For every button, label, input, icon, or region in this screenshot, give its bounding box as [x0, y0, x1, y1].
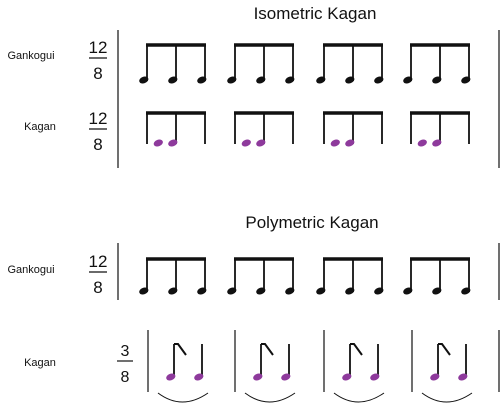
notehead: [197, 287, 207, 295]
notehead: [342, 373, 352, 381]
poly-kagan-measure-2: [234, 330, 296, 403]
poly-gankogui-measures: [139, 257, 471, 295]
poly-kagan-label: Kagan: [24, 357, 56, 369]
notehead: [458, 373, 468, 381]
time-signature-bottom: 8: [93, 278, 102, 297]
notehead: [256, 139, 266, 147]
notehead: [403, 287, 413, 295]
notehead: [197, 76, 207, 84]
flag: [438, 343, 451, 356]
notehead: [345, 76, 355, 84]
iso-gankogui-measure-3: [316, 43, 384, 84]
poly-gankogui-measure-1: [139, 257, 207, 295]
polymetric-title: Polymetric Kagan: [245, 213, 378, 232]
notehead: [432, 287, 442, 295]
iso-kagan-measure-3: [323, 111, 383, 147]
flag: [350, 343, 363, 356]
notehead: [241, 139, 251, 147]
notehead: [374, 76, 384, 84]
notehead: [345, 139, 355, 147]
notehead: [461, 76, 471, 84]
poly-kagan-measure-1: [147, 330, 209, 403]
flag: [261, 343, 274, 356]
poly-kagan-measures: [147, 330, 500, 403]
notehead: [432, 76, 442, 84]
notehead: [168, 76, 178, 84]
iso-kagan-measures: [146, 111, 470, 147]
notehead: [330, 139, 340, 147]
iso-gankogui-measure-4: [403, 43, 471, 84]
notehead: [256, 76, 266, 84]
iso-kagan-measure-1: [146, 111, 206, 147]
notehead: [417, 139, 427, 147]
poly-kagan-time-signature: 3 8: [117, 343, 133, 386]
notehead: [139, 287, 149, 295]
tie-arc: [244, 392, 296, 403]
notehead: [316, 76, 326, 84]
tie-arc: [157, 392, 209, 403]
isometric-title: Isometric Kagan: [254, 4, 377, 23]
time-signature-top: 3: [121, 343, 130, 360]
notehead: [227, 76, 237, 84]
poly-gankogui-measure-2: [227, 257, 295, 295]
notehead: [256, 287, 266, 295]
time-signature-top: 12: [89, 109, 108, 128]
poly-gankogui-time-signature: 12 8: [89, 252, 108, 297]
notehead: [430, 373, 440, 381]
poly-gankogui-measure-3: [316, 257, 384, 295]
notehead: [316, 287, 326, 295]
tie-arc: [421, 392, 473, 403]
notehead: [253, 373, 263, 381]
iso-kagan-measure-2: [234, 111, 294, 147]
iso-kagan-label: Kagan: [24, 121, 56, 133]
iso-gankogui-time-signature: 12 8: [89, 38, 108, 83]
notehead: [345, 287, 355, 295]
time-signature-bottom: 8: [121, 369, 130, 386]
notehead: [153, 139, 163, 147]
notehead: [281, 373, 291, 381]
iso-gankogui-measure-1: [139, 43, 207, 84]
notehead: [285, 76, 295, 84]
poly-gankogui-label: Gankogui: [7, 264, 54, 276]
poly-kagan-measure-3: [323, 330, 385, 403]
iso-kagan-measure-4: [410, 111, 470, 147]
poly-gankogui-measure-4: [403, 257, 471, 295]
notehead: [432, 139, 442, 147]
time-signature-bottom: 8: [93, 135, 102, 154]
iso-gankogui-measures: [139, 43, 471, 84]
notehead: [403, 76, 413, 84]
notehead: [461, 287, 471, 295]
notehead: [374, 287, 384, 295]
time-signature-top: 12: [89, 38, 108, 57]
notehead: [285, 287, 295, 295]
time-signature-bottom: 8: [93, 64, 102, 83]
notehead: [227, 287, 237, 295]
poly-kagan-measure-4: [411, 330, 473, 403]
flag: [174, 343, 187, 356]
notehead: [370, 373, 380, 381]
notehead: [194, 373, 204, 381]
notehead: [166, 373, 176, 381]
tie-arc: [333, 392, 385, 403]
notehead: [168, 139, 178, 147]
iso-kagan-time-signature: 12 8: [89, 109, 108, 154]
notehead: [168, 287, 178, 295]
time-signature-top: 12: [89, 252, 108, 271]
iso-gankogui-label: Gankogui: [7, 50, 54, 62]
iso-gankogui-measure-2: [227, 43, 295, 84]
notehead: [139, 76, 149, 84]
